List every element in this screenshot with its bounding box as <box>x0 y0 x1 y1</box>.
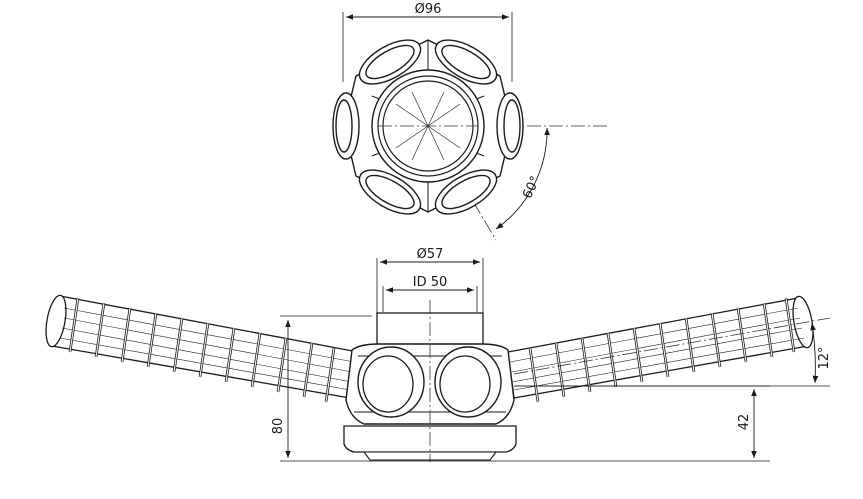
tilt-angle-arc <box>810 322 819 384</box>
outlet-bottom-left-inner <box>365 174 415 210</box>
top-diameter-label: Ø96 <box>415 2 442 17</box>
outlet-right <box>496 92 524 160</box>
tilt-angle-label: 12° <box>817 346 832 369</box>
outlet-top-right <box>434 39 498 85</box>
outlet-top-right-inner <box>441 44 491 80</box>
hose-axis-line <box>513 317 831 375</box>
height-label: 80 <box>271 418 286 435</box>
left-hose-rib-highlight <box>69 297 335 403</box>
angle-label: 60° <box>520 174 543 201</box>
outlet-left-inner <box>335 99 353 153</box>
top-view: Ø96 <box>332 2 610 241</box>
outer-diameter-label: Ø57 <box>417 247 444 262</box>
front-outlet-left <box>357 346 425 418</box>
inner-diameter-label: ID 50 <box>413 275 448 290</box>
outlet-bottom-left <box>358 169 422 215</box>
center-height-label: 42 <box>737 414 752 431</box>
right-hose-rib-highlight <box>529 297 795 403</box>
side-view: Ø57 ID 50 <box>45 247 832 462</box>
right-hose-end <box>792 295 814 349</box>
outlet-bottom-right <box>434 169 498 215</box>
outlet-top-left-inner <box>365 44 415 80</box>
angle-arc <box>495 127 551 230</box>
left-hose-end <box>45 294 67 348</box>
outlet-left <box>332 92 360 160</box>
front-outlet-right-inner <box>439 355 491 413</box>
left-hose <box>45 294 359 403</box>
front-outlet-right <box>434 346 502 418</box>
outlet-bottom-right-inner <box>441 174 491 210</box>
outlet-top-left <box>358 39 422 85</box>
front-outlet-left-inner <box>362 355 414 413</box>
left-hose-stripes <box>59 307 355 391</box>
